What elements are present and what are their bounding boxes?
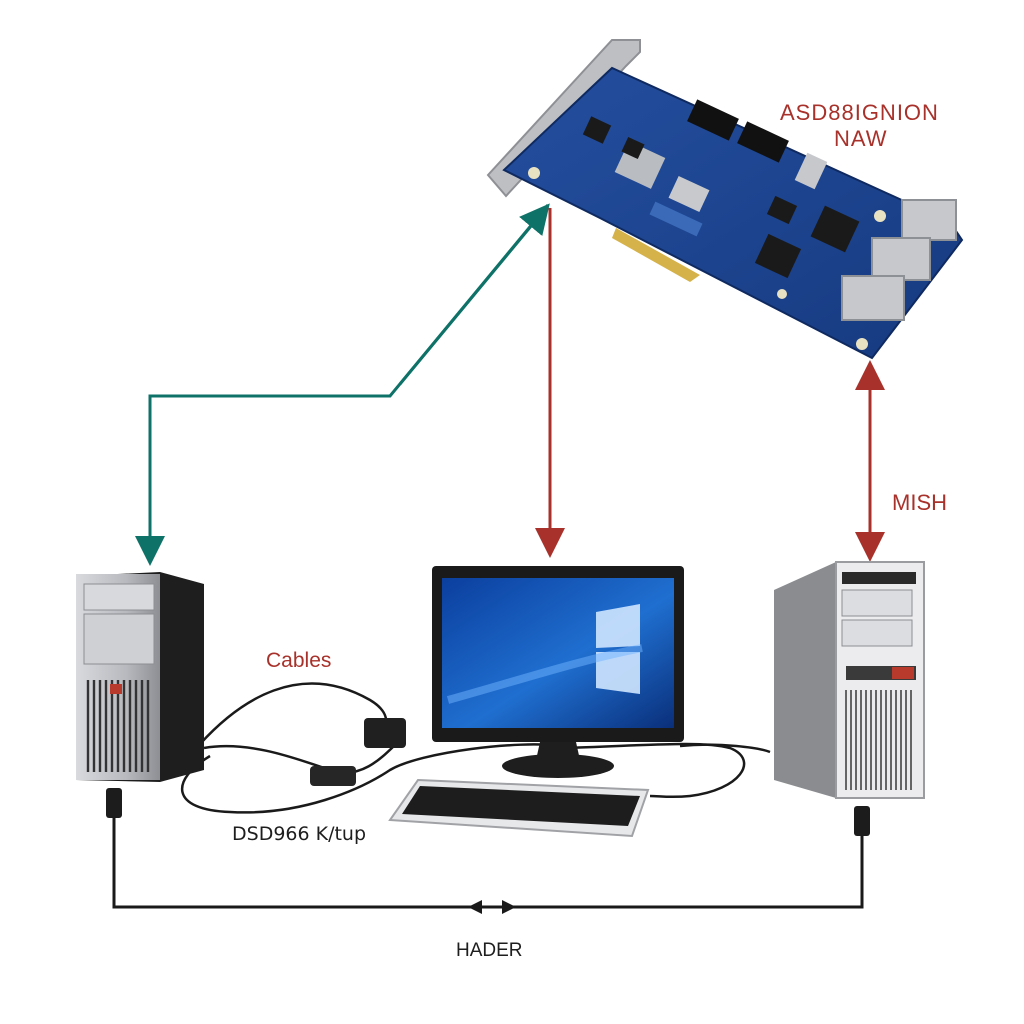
connections xyxy=(106,203,885,914)
left-tower-vent xyxy=(86,680,150,772)
keyboard-icon xyxy=(388,778,650,838)
cable-adapter-icon xyxy=(310,718,406,786)
cables-label: Cables xyxy=(266,649,332,672)
teal-link-card-to-left-tower xyxy=(135,204,550,566)
left-plug-icon xyxy=(106,788,122,818)
desktop-tower-icon xyxy=(76,572,204,782)
card-title-line1: ASD88IGNION xyxy=(780,100,939,125)
monitor-icon xyxy=(432,566,684,778)
bottom-double-arrow-icon xyxy=(468,900,516,914)
mish-label: MISH xyxy=(892,490,947,515)
windows-logo-icon xyxy=(596,604,640,694)
hader-label: HADER xyxy=(456,940,523,961)
right-tower-vent xyxy=(845,690,912,790)
black-link-bottom xyxy=(112,812,864,909)
server-tower-icon xyxy=(774,561,925,799)
right-plug-icon xyxy=(854,806,870,836)
pcie-network-card-icon xyxy=(486,39,964,360)
card-title-line2: NAW xyxy=(834,126,888,151)
teal-arrowhead-start xyxy=(398,203,550,385)
setup-label: DSD966 K/tup xyxy=(232,823,367,845)
